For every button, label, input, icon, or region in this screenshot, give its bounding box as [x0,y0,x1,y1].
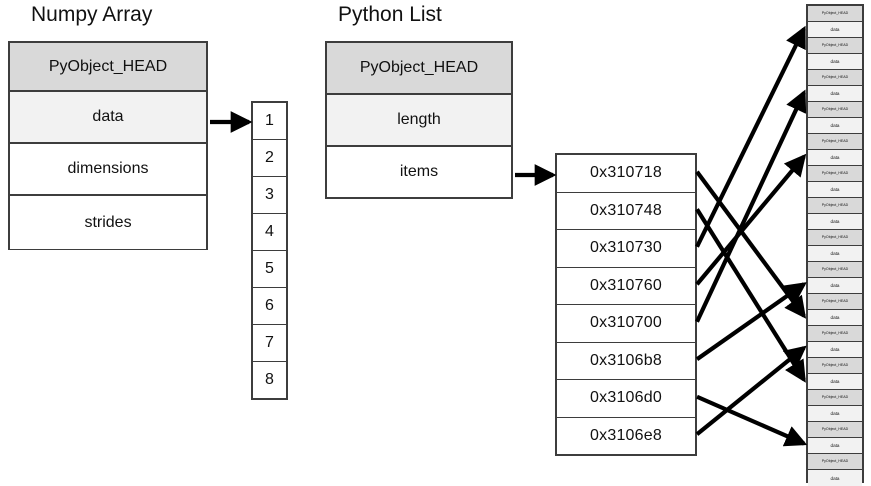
buffer-cell: 8 [265,371,274,388]
pointer-arrow [695,170,807,319]
object-pyobject-head: PyObject_HEAD [808,454,862,470]
python-list-struct: PyObject_HEAD length items [325,41,513,199]
pointer-arrow [695,25,806,248]
pointer-arrow [695,208,806,383]
pointer-arrow [695,282,807,361]
object-pyobject-head: PyObject_HEAD [808,70,862,86]
buffer-cell: 2 [253,140,286,177]
pointer-arrow [696,394,808,447]
object-data: data [808,214,862,230]
object-pyobject-head: PyObject_HEAD [808,102,862,118]
pointer-array: 0x310718 0x310748 0x310730 0x310760 0x31… [555,153,697,456]
object-data: data [808,150,862,166]
object-data: data [808,22,862,38]
object-data: data [808,342,862,358]
pointer-cell: 0x310718 [557,155,695,193]
object-pyobject-head: PyObject_HEAD [808,38,862,54]
object-data: data [808,278,862,294]
numpy-field-dimensions: dimensions [10,144,206,196]
object-pyobject-head: PyObject_HEAD [808,390,862,406]
object-data: data [808,374,862,390]
pylist-field-pyobject-head: PyObject_HEAD [327,43,511,95]
object-pyobject-head: PyObject_HEAD [808,6,862,22]
object-data: data [808,406,862,422]
object-pyobject-head: PyObject_HEAD [808,230,862,246]
pointer-arrow [695,153,807,286]
numpy-array-title: Numpy Array [31,3,153,26]
buffer-cell: 3 [253,177,286,214]
pointer-arrow [695,345,807,436]
object-data: data [808,438,862,454]
object-pyobject-head: PyObject_HEAD [808,134,862,150]
pointer-cell: 0x310730 [557,230,695,268]
buffer-cell: 1 [253,103,286,140]
object-pyobject-head: PyObject_HEAD [808,262,862,278]
pointer-cell: 0x3106d0 [557,380,695,418]
object-data: data [808,246,862,262]
object-data: data [808,470,862,486]
object-data: data [808,310,862,326]
numpy-field-pyobject-head: PyObject_HEAD [10,43,206,92]
pointer-cell: 0x310760 [557,268,695,305]
object-data: data [808,118,862,134]
object-pyobject-head: PyObject_HEAD [808,166,862,182]
object-data: data [808,54,862,70]
numpy-array-struct: PyObject_HEAD data dimensions strides [8,41,208,250]
pylist-field-items: items [327,147,511,197]
object-data: data [808,86,862,102]
pointer-cell: 0x310748 [557,193,695,230]
object-pyobject-head: PyObject_HEAD [808,358,862,374]
python-list-title: Python List [338,3,442,26]
numpy-field-data: data [10,92,206,144]
buffer-cell: 7 [253,325,286,362]
pointer-cell: 0x310700 [557,305,695,343]
object-data: data [808,182,862,198]
buffer-cell: 6 [253,288,286,325]
buffer-cell: 5 [253,251,286,288]
pointer-arrow [695,89,807,323]
pylist-field-length: length [327,95,511,147]
buffer-cell: 4 [253,214,286,251]
object-pyobject-head: PyObject_HEAD [808,294,862,310]
pointer-cell: 0x3106e8 [590,427,662,445]
numpy-data-buffer: 1 2 3 4 5 6 7 8 [251,101,288,400]
numpy-field-strides: strides [10,196,206,249]
object-pyobject-head: PyObject_HEAD [808,198,862,214]
object-pyobject-head: PyObject_HEAD [808,326,862,342]
pointer-cell: 0x3106b8 [557,343,695,380]
object-pyobject-head: PyObject_HEAD [808,422,862,438]
